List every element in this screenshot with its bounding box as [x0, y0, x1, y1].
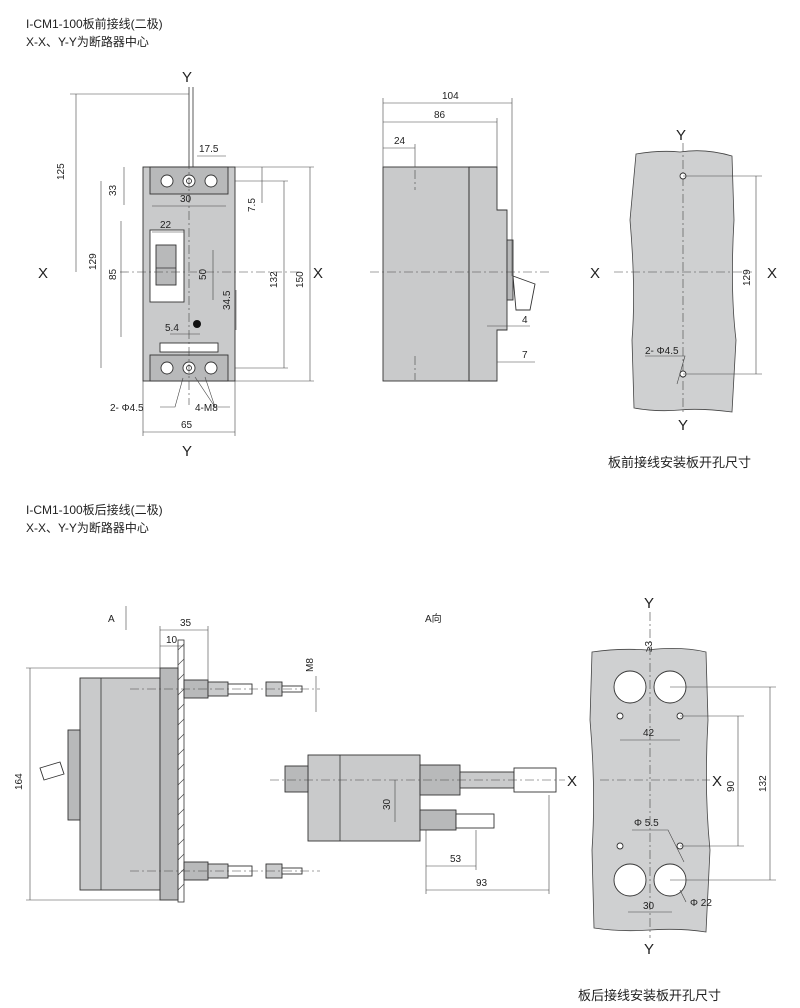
a-view-body — [307, 754, 421, 842]
dim-132: 132 — [269, 271, 280, 288]
dim-22: 22 — [160, 220, 172, 231]
section1-title: I-CM1-100板前接线(二极) — [26, 17, 163, 31]
dim-5-4: 5.4 — [165, 323, 179, 334]
side-view: 104 86 24 4 7 — [370, 91, 550, 382]
dim-85: 85 — [108, 268, 119, 280]
dim-104: 104 — [442, 91, 459, 102]
a-dim-93: 93 — [476, 878, 488, 889]
handle — [155, 244, 177, 286]
cutout2-axis-y-top: Y — [644, 595, 654, 612]
cutout2-phi22: Φ 22 — [690, 898, 712, 909]
axis-y-top: Y — [182, 69, 192, 86]
dim-17-5: 17.5 — [199, 144, 219, 155]
dim-33: 33 — [108, 184, 119, 196]
cutout2-dim-90: 90 — [726, 780, 737, 792]
a-dim-30: 30 — [382, 798, 393, 810]
cutout-plate-2: ≥3 42 90 132 Φ 5.5 Φ 22 30 Y Y X — [589, 595, 776, 958]
dim-7-5: 7.5 — [247, 198, 258, 212]
view-a-direction: 30 53 93 A向 X — [270, 612, 577, 894]
rear-body — [79, 677, 161, 891]
view-a-label: A — [108, 614, 115, 625]
dim-30: 30 — [180, 194, 192, 205]
dim-4: 4 — [522, 315, 528, 326]
cutout1-dim-129: 129 — [742, 269, 753, 286]
dim-50: 50 — [198, 268, 209, 280]
section1-caption: 板前接线安装板开孔尺寸 — [608, 455, 752, 470]
section2-title: I-CM1-100板后接线(二极) — [26, 503, 163, 517]
section1-subtitle: X-X、Y-Y为断路器中心 — [26, 35, 149, 49]
rear-view: 164 35 10 M8 A — [14, 606, 320, 903]
rear-dim-35: 35 — [180, 618, 192, 629]
reset-dot — [193, 320, 201, 328]
view-a-dir-label: A向 — [425, 612, 442, 625]
cutout1-axis-y-top: Y — [676, 127, 686, 144]
dim-125: 125 — [56, 163, 67, 180]
section2-subtitle: X-X、Y-Y为断路器中心 — [26, 521, 149, 535]
dim-34-5: 34.5 — [222, 290, 233, 310]
dim-86: 86 — [434, 110, 446, 121]
cutout2-ge3: ≥3 — [644, 641, 655, 652]
cutout1-axis-x-right: X — [767, 265, 777, 282]
dim-65: 65 — [181, 420, 193, 431]
dim-24: 24 — [394, 136, 406, 147]
cutout2-axis-x: X — [712, 773, 722, 790]
dim-129: 129 — [88, 253, 99, 270]
side-body — [382, 166, 470, 382]
cutout2-dim-30: 30 — [643, 901, 655, 912]
cutout1-hole-note: 2- Φ4.5 — [645, 346, 679, 357]
front-view: 125 17.5 33 30 7.5 22 129 85 50 132 150 … — [38, 69, 323, 460]
cutout1-axis-y-bottom: Y — [678, 417, 688, 434]
hole-note-front: 2- Φ4.5 — [110, 403, 144, 414]
section2-caption: 板后接线安装板开孔尺寸 — [578, 988, 722, 1003]
a-view-axis-x: X — [567, 773, 577, 790]
dim-150: 150 — [295, 271, 306, 288]
axis-x-left: X — [38, 265, 48, 282]
cutout2-phi5-5: Φ 5.5 — [634, 818, 659, 829]
a-dim-53: 53 — [450, 854, 462, 865]
rear-dim-164: 164 — [14, 773, 25, 790]
cutout2-dim-42: 42 — [643, 728, 655, 739]
cutout2-axis-y-bottom: Y — [644, 941, 654, 958]
rear-dim-m8: M8 — [305, 658, 316, 672]
cutout2-dim-132: 132 — [758, 775, 769, 792]
cutout1-axis-x-left: X — [590, 265, 600, 282]
axis-x-right: X — [313, 265, 323, 282]
dim-7: 7 — [522, 350, 528, 361]
cutout-plate-1: 129 2- Φ4.5 Y Y X X — [590, 127, 777, 434]
axis-y-bottom: Y — [182, 443, 192, 460]
screw-note: 4-M8 — [195, 403, 218, 414]
rear-dim-10: 10 — [166, 635, 178, 646]
cutout-hole — [613, 670, 647, 704]
